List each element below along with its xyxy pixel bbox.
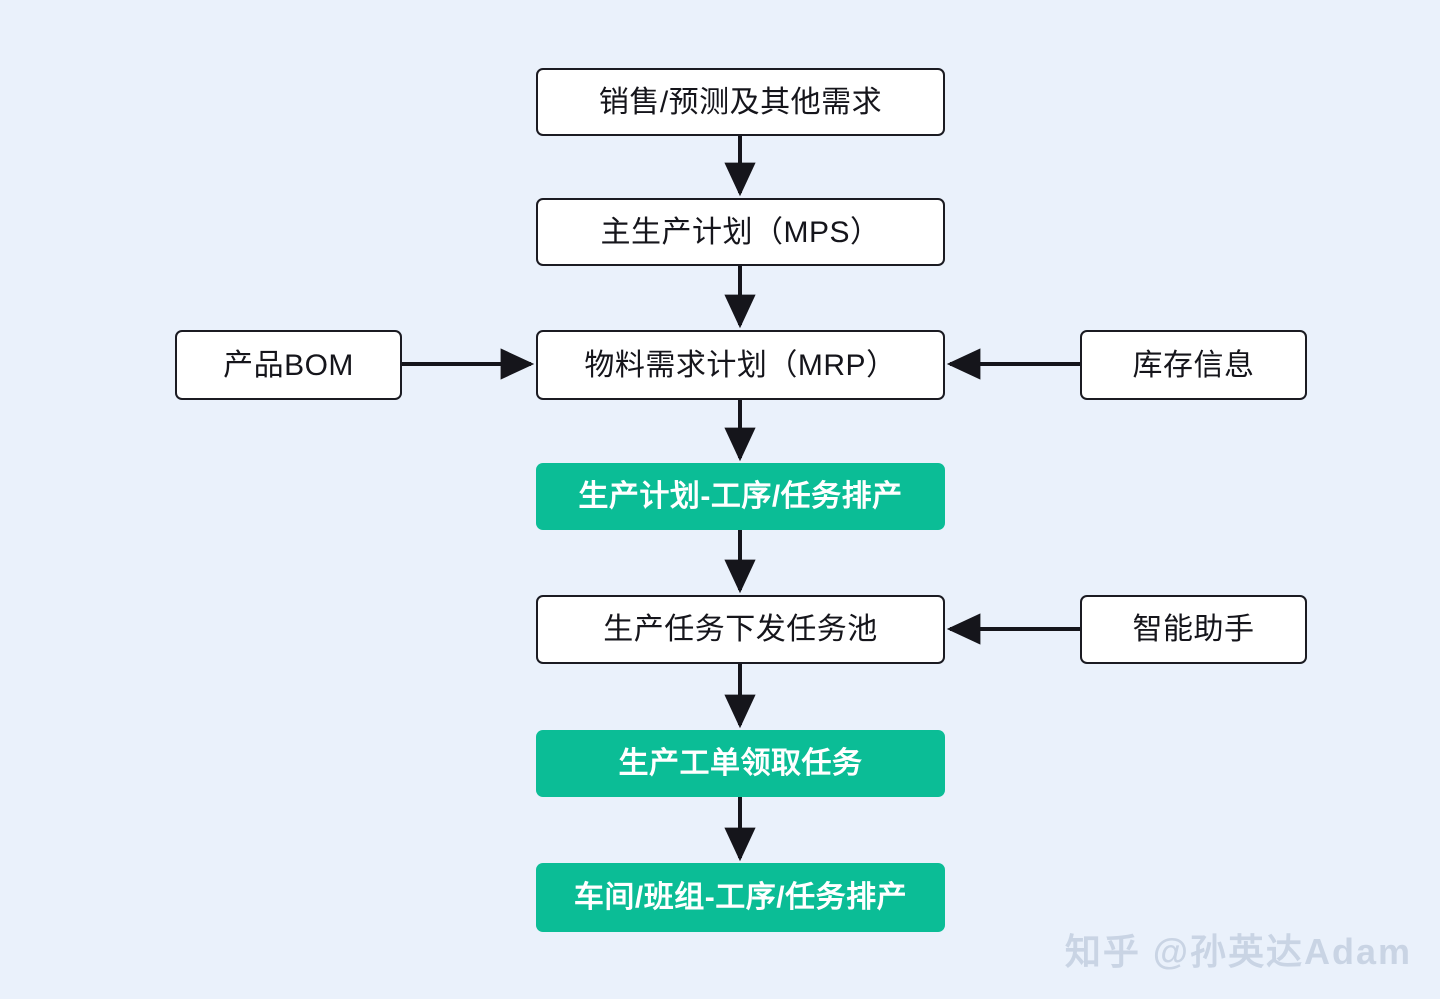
node-label: 销售/预测及其他需求 (598, 85, 883, 119)
node-label: 库存信息 (1132, 348, 1255, 382)
node-label: 智能助手 (1132, 613, 1255, 646)
node-production-task-dispatch-pool[interactable]: 生产任务下发任务池 (536, 595, 945, 664)
node-inventory-information[interactable]: 库存信息 (1080, 330, 1307, 400)
node-sales-forecast-demand[interactable]: 销售/预测及其他需求 (536, 68, 945, 136)
node-label: 生产计划-工序/任务排产 (578, 480, 903, 513)
node-material-requirement-planning[interactable]: 物料需求计划（MRP） (536, 330, 945, 400)
node-label: 车间/班组-工序/任务排产 (573, 881, 908, 914)
node-master-production-schedule[interactable]: 主生产计划（MPS） (536, 198, 945, 266)
node-intelligent-assistant[interactable]: 智能助手 (1080, 595, 1307, 664)
node-work-order-claim-task[interactable]: 生产工单领取任务 (536, 730, 945, 797)
node-label: 产品BOM (223, 348, 354, 382)
node-label: 物料需求计划（MRP） (584, 348, 897, 382)
node-workshop-team-operation-task-scheduling[interactable]: 车间/班组-工序/任务排产 (536, 863, 945, 932)
node-label: 生产工单领取任务 (618, 747, 863, 780)
node-label: 主生产计划（MPS） (600, 215, 881, 249)
watermark-text: 知乎 @孙英达Adam (1064, 931, 1412, 972)
node-label: 生产任务下发任务池 (603, 613, 878, 646)
node-production-plan-operation-task-scheduling[interactable]: 生产计划-工序/任务排产 (536, 463, 945, 530)
node-product-bom[interactable]: 产品BOM (175, 330, 402, 400)
